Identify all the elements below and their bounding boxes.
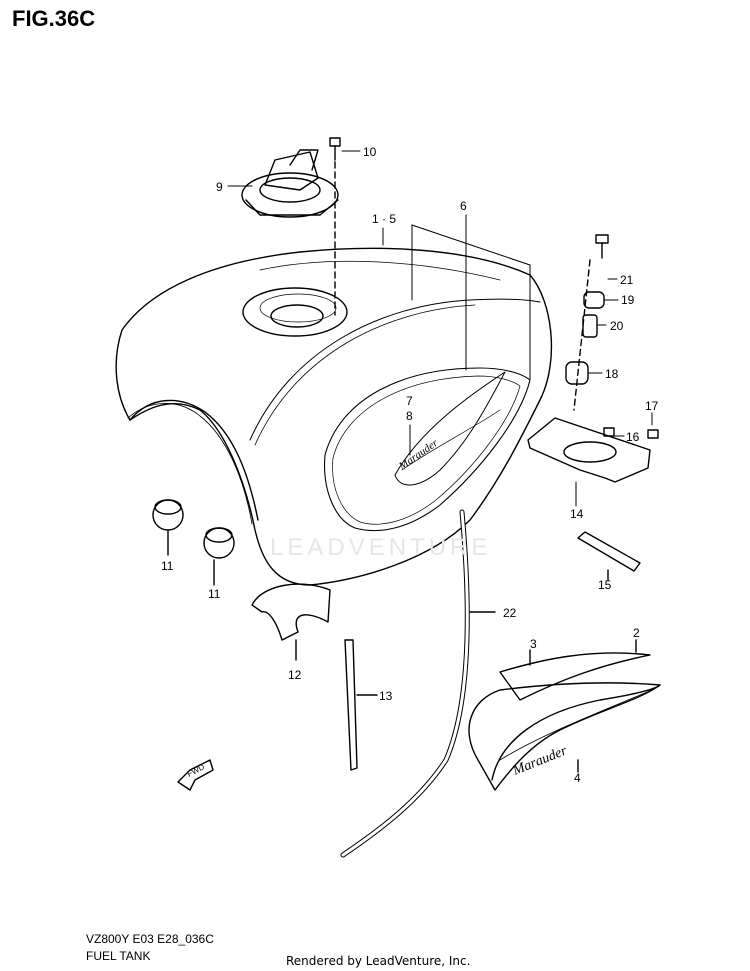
- model-code: VZ800Y E03 E28_036C: [86, 932, 214, 946]
- figure-title: FIG.36C: [12, 6, 96, 31]
- callout-15: 15: [598, 578, 612, 592]
- callout-7: 7: [406, 394, 413, 408]
- callout-13: 13: [379, 689, 393, 703]
- callout-18: 18: [605, 367, 619, 381]
- callout-1-5: 1 · 5: [372, 212, 396, 226]
- emblem-set: [468, 639, 661, 791]
- hose-22: [340, 509, 496, 858]
- fuel-cap: [241, 149, 339, 218]
- fuel-tank: [115, 247, 553, 586]
- callout-9: 9: [216, 180, 223, 194]
- callout-17: 17: [645, 399, 659, 413]
- callout-19: 19: [621, 293, 635, 307]
- bracket-14: [527, 417, 659, 483]
- callout-3: 3: [530, 637, 537, 651]
- callout-10: 10: [363, 145, 377, 159]
- leader-lines: [227, 150, 653, 507]
- strip-15: [577, 531, 641, 581]
- clamp-13: [344, 639, 378, 771]
- callout-6: 6: [460, 199, 467, 213]
- callout-11-left: 11: [161, 559, 174, 573]
- callout-2: 2: [633, 626, 640, 640]
- callout-14: 14: [570, 507, 584, 521]
- render-credit: Rendered by LeadVenture, Inc.: [286, 954, 471, 968]
- part-name: FUEL TANK: [86, 949, 151, 963]
- fwd-arrow: [177, 759, 214, 791]
- callout-11-right: 11: [208, 587, 221, 601]
- callout-4: 4: [574, 771, 581, 785]
- callout-20: 20: [610, 319, 624, 333]
- callout-21: 21: [620, 273, 634, 287]
- callout-22: 22: [503, 606, 517, 620]
- caps-11: [152, 499, 235, 586]
- callout-12: 12: [288, 668, 302, 682]
- callout-16: 16: [626, 430, 640, 444]
- cushion-12: [251, 583, 331, 661]
- bolt-10: [329, 137, 341, 316]
- mount-hardware: [565, 234, 609, 411]
- watermark: LEADVENTURE: [270, 534, 492, 561]
- callout-8: 8: [406, 409, 413, 423]
